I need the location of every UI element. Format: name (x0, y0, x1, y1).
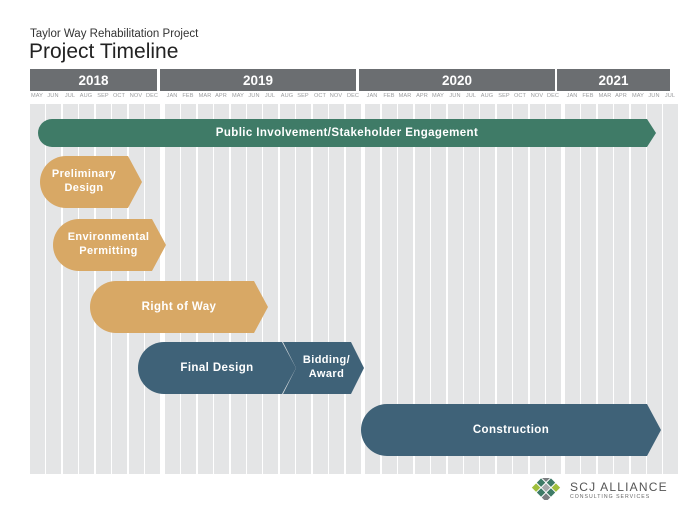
month-label: NOV (530, 93, 544, 99)
year-2019: 2019 (160, 69, 356, 91)
month-column (663, 104, 678, 474)
month-label: APR (215, 93, 227, 99)
phase-bidding-award: Bidding/ Award (283, 342, 364, 394)
month-label: OCT (313, 93, 327, 99)
month-column (565, 104, 580, 474)
phase-right-of-way-label: Right of Way (141, 300, 217, 313)
diamond-pattern-icon (531, 478, 561, 500)
month-label: SEP (498, 93, 510, 99)
month-label: DEC (546, 93, 560, 99)
logo-tagline: CONSULTING SERVICES (570, 494, 651, 500)
month-column (382, 104, 397, 474)
month-label: DEC (346, 93, 360, 99)
month-column (513, 104, 528, 474)
phase-right-of-way: Right of Way (90, 281, 268, 333)
scj-alliance-logo: SCJ ALLIANCE CONSULTING SERVICES (524, 478, 674, 500)
month-column (263, 104, 278, 474)
logo-name: SCJ ALLIANCE (570, 480, 668, 494)
month-label: MAY (231, 93, 244, 99)
phase-final-design: Final Design (138, 342, 296, 394)
month-column (313, 104, 328, 474)
month-label: MAR (398, 93, 412, 99)
month-column (296, 104, 311, 474)
month-label: SEP (97, 93, 109, 99)
page-title: Project Timeline (29, 40, 179, 63)
month-column (647, 104, 662, 474)
month-column (365, 104, 380, 474)
month-label: DEC (145, 93, 159, 99)
month-column (497, 104, 512, 474)
month-label: MAY (631, 93, 644, 99)
month-label: JUL (465, 93, 477, 99)
month-label: JUN (248, 93, 260, 99)
month-column (398, 104, 413, 474)
month-label: JAN (366, 93, 378, 99)
month-column (464, 104, 479, 474)
phase-public-involvement-label: Public Involvement/Stakeholder Engagemen… (215, 126, 479, 139)
year-2018: 2018 (30, 69, 157, 91)
month-label: JAN (566, 93, 578, 99)
month-label: JUN (648, 93, 660, 99)
month-label: AUG (480, 93, 494, 99)
month-column (631, 104, 646, 474)
phase-public-involvement: Public Involvement/Stakeholder Engagemen… (38, 119, 656, 147)
month-label: MAR (198, 93, 212, 99)
month-label: FEB (582, 93, 594, 99)
month-label: AUG (79, 93, 93, 99)
month-label: SEP (297, 93, 309, 99)
month-label: OCT (112, 93, 126, 99)
month-label: JUL (664, 93, 676, 99)
month-column (581, 104, 596, 474)
month-column (546, 104, 561, 474)
month-column (346, 104, 361, 474)
month-label: APR (615, 93, 627, 99)
month-label: FEB (182, 93, 194, 99)
project-subtitle: Taylor Way Rehabilitation Project (30, 28, 199, 40)
month-label: MAY (431, 93, 444, 99)
phase-preliminary-design: Preliminary Design (40, 156, 142, 208)
month-label: JUN (47, 93, 59, 99)
month-label: AUG (280, 93, 294, 99)
month-column (530, 104, 545, 474)
month-column (415, 104, 430, 474)
year-2020: 2020 (359, 69, 555, 91)
month-column (30, 104, 45, 474)
month-label: FEB (383, 93, 395, 99)
month-label: NOV (329, 93, 343, 99)
month-column (598, 104, 613, 474)
month-column (480, 104, 495, 474)
month-label: JUN (449, 93, 461, 99)
month-column (431, 104, 446, 474)
month-label: OCT (513, 93, 527, 99)
month-label: MAR (598, 93, 612, 99)
phase-environmental-permitting-label: Environmental Permitting (67, 231, 150, 257)
month-column (614, 104, 629, 474)
phase-construction-label: Construction (472, 423, 550, 436)
phase-bidding-award-label: Bidding/ Award (302, 354, 351, 380)
phase-construction: Construction (361, 404, 661, 456)
month-label: JUL (264, 93, 276, 99)
month-label: NOV (129, 93, 143, 99)
month-label: JAN (166, 93, 178, 99)
year-header: 2018 2019 2020 2021 (30, 69, 670, 91)
month-column (448, 104, 463, 474)
year-2021: 2021 (557, 69, 670, 91)
month-label: APR (416, 93, 428, 99)
month-label: MAY (30, 93, 43, 99)
phase-preliminary-design-label: Preliminary Design (51, 168, 117, 194)
phase-environmental-permitting: Environmental Permitting (53, 219, 166, 271)
phase-final-design-label: Final Design (180, 361, 254, 374)
month-column (329, 104, 344, 474)
month-column (280, 104, 295, 474)
month-label: JUL (64, 93, 76, 99)
